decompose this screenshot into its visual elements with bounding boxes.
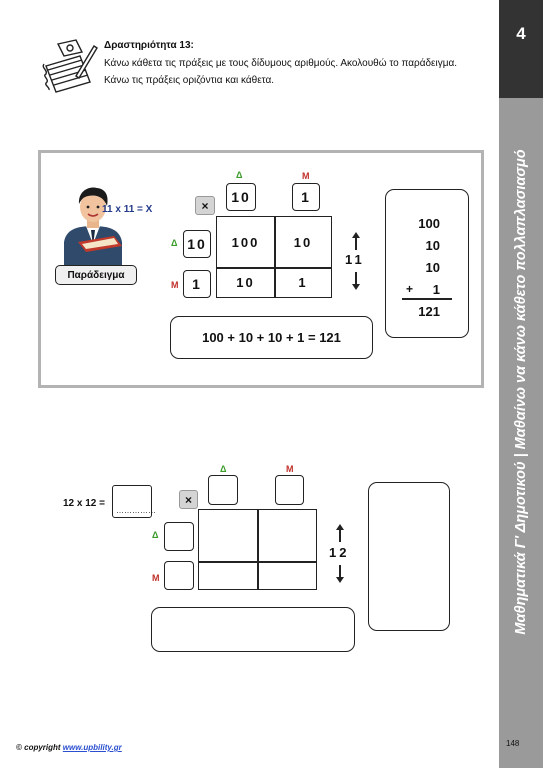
instruction-line-1: Κάνω κάθετα τις πράξεις με τους δίδυμους… bbox=[104, 58, 458, 69]
vertical-sum-box: 100 10 10 + 1 121 bbox=[385, 189, 469, 338]
units-row-label: Μ bbox=[171, 280, 179, 290]
row-tens-box: 10 bbox=[183, 230, 211, 258]
vertical-answer-box[interactable] bbox=[368, 482, 450, 631]
exercise-answer-box[interactable]: …………… bbox=[112, 485, 156, 518]
grid-cell-units-units[interactable] bbox=[259, 563, 316, 589]
row-units-input[interactable] bbox=[164, 561, 194, 590]
tens-column-label: Δ bbox=[236, 170, 243, 180]
exercise-equation: 12 x 12 = bbox=[63, 498, 105, 509]
plus-sign: + bbox=[406, 282, 414, 296]
teacher-illustration bbox=[56, 180, 130, 266]
units-column-label: Μ bbox=[286, 464, 294, 474]
answer-dots: …………… bbox=[116, 506, 156, 515]
chapter-tab: 4 bbox=[499, 0, 543, 98]
grid-cell-units-tens[interactable] bbox=[199, 563, 257, 589]
page-number: 148 bbox=[506, 739, 520, 748]
sum-row-2: 10 bbox=[425, 238, 440, 253]
example-equation: 11 x 11 = X bbox=[102, 204, 153, 215]
example-badge-label: Παράδειγμα bbox=[67, 269, 125, 281]
units-column-label: Μ bbox=[302, 171, 310, 181]
copyright: © copyright www.upbility.gr bbox=[16, 743, 122, 752]
up-arrow-icon bbox=[352, 232, 360, 255]
down-arrow-icon bbox=[336, 565, 344, 588]
sum-row-3: 10 bbox=[425, 260, 440, 275]
grid-cell-tens-units: 10 bbox=[293, 234, 313, 250]
multiply-sign: × bbox=[195, 196, 215, 215]
notebook-pencil-icon bbox=[40, 36, 98, 98]
sum-result: 121 bbox=[418, 304, 440, 319]
copyright-link[interactable]: www.upbility.gr bbox=[62, 743, 122, 752]
vertical-multiplier: 11 bbox=[345, 252, 365, 267]
chapter-number: 4 bbox=[516, 24, 526, 43]
up-arrow-icon bbox=[336, 524, 344, 547]
row-tens-input[interactable] bbox=[164, 522, 194, 551]
tens-row-label: Δ bbox=[171, 238, 178, 248]
activity-title: Δραστηριότητα 13: bbox=[104, 40, 194, 51]
tens-column-label: Δ bbox=[220, 464, 227, 474]
multiply-sign: × bbox=[179, 490, 198, 509]
units-row-label: Μ bbox=[152, 573, 160, 583]
column-units-box: 1 bbox=[292, 183, 320, 211]
sum-line bbox=[402, 298, 452, 300]
column-tens-input[interactable] bbox=[208, 475, 238, 505]
horizontal-result-box: 100 + 10 + 10 + 1 = 121 bbox=[170, 316, 373, 359]
exercise-grid bbox=[198, 509, 317, 590]
copyright-prefix: © copyright bbox=[16, 743, 61, 752]
chapter-sidebar bbox=[499, 0, 543, 768]
example-badge: Παράδειγμα bbox=[55, 265, 137, 285]
example-grid: 100 10 10 1 bbox=[216, 216, 332, 298]
row-units-box: 1 bbox=[183, 270, 211, 298]
down-arrow-icon bbox=[352, 272, 360, 295]
horizontal-answer-box[interactable] bbox=[151, 607, 355, 652]
grid-cell-units-units: 1 bbox=[298, 275, 308, 290]
horizontal-result: 100 + 10 + 10 + 1 = 121 bbox=[202, 330, 341, 345]
sum-row-1: 100 bbox=[418, 216, 440, 231]
column-tens-box: 10 bbox=[226, 183, 256, 211]
tens-row-label: Δ bbox=[152, 530, 159, 540]
vertical-multiplier: 12 bbox=[329, 545, 350, 560]
grid-cell-tens-tens: 100 bbox=[231, 234, 260, 250]
grid-cell-tens-units[interactable] bbox=[259, 510, 316, 561]
instruction-line-2: Κάνω τις πράξεις οριζόντια και κάθετα. bbox=[104, 75, 275, 86]
column-units-input[interactable] bbox=[275, 475, 304, 505]
sum-row-4: 1 bbox=[432, 282, 440, 297]
grid-cell-units-tens: 10 bbox=[236, 275, 255, 290]
sidebar-title: Μαθηματικά Γ' Δημοτικού | Μαθαίνω να κάν… bbox=[513, 149, 529, 635]
grid-cell-tens-tens[interactable] bbox=[199, 510, 257, 561]
example-frame bbox=[38, 150, 484, 388]
